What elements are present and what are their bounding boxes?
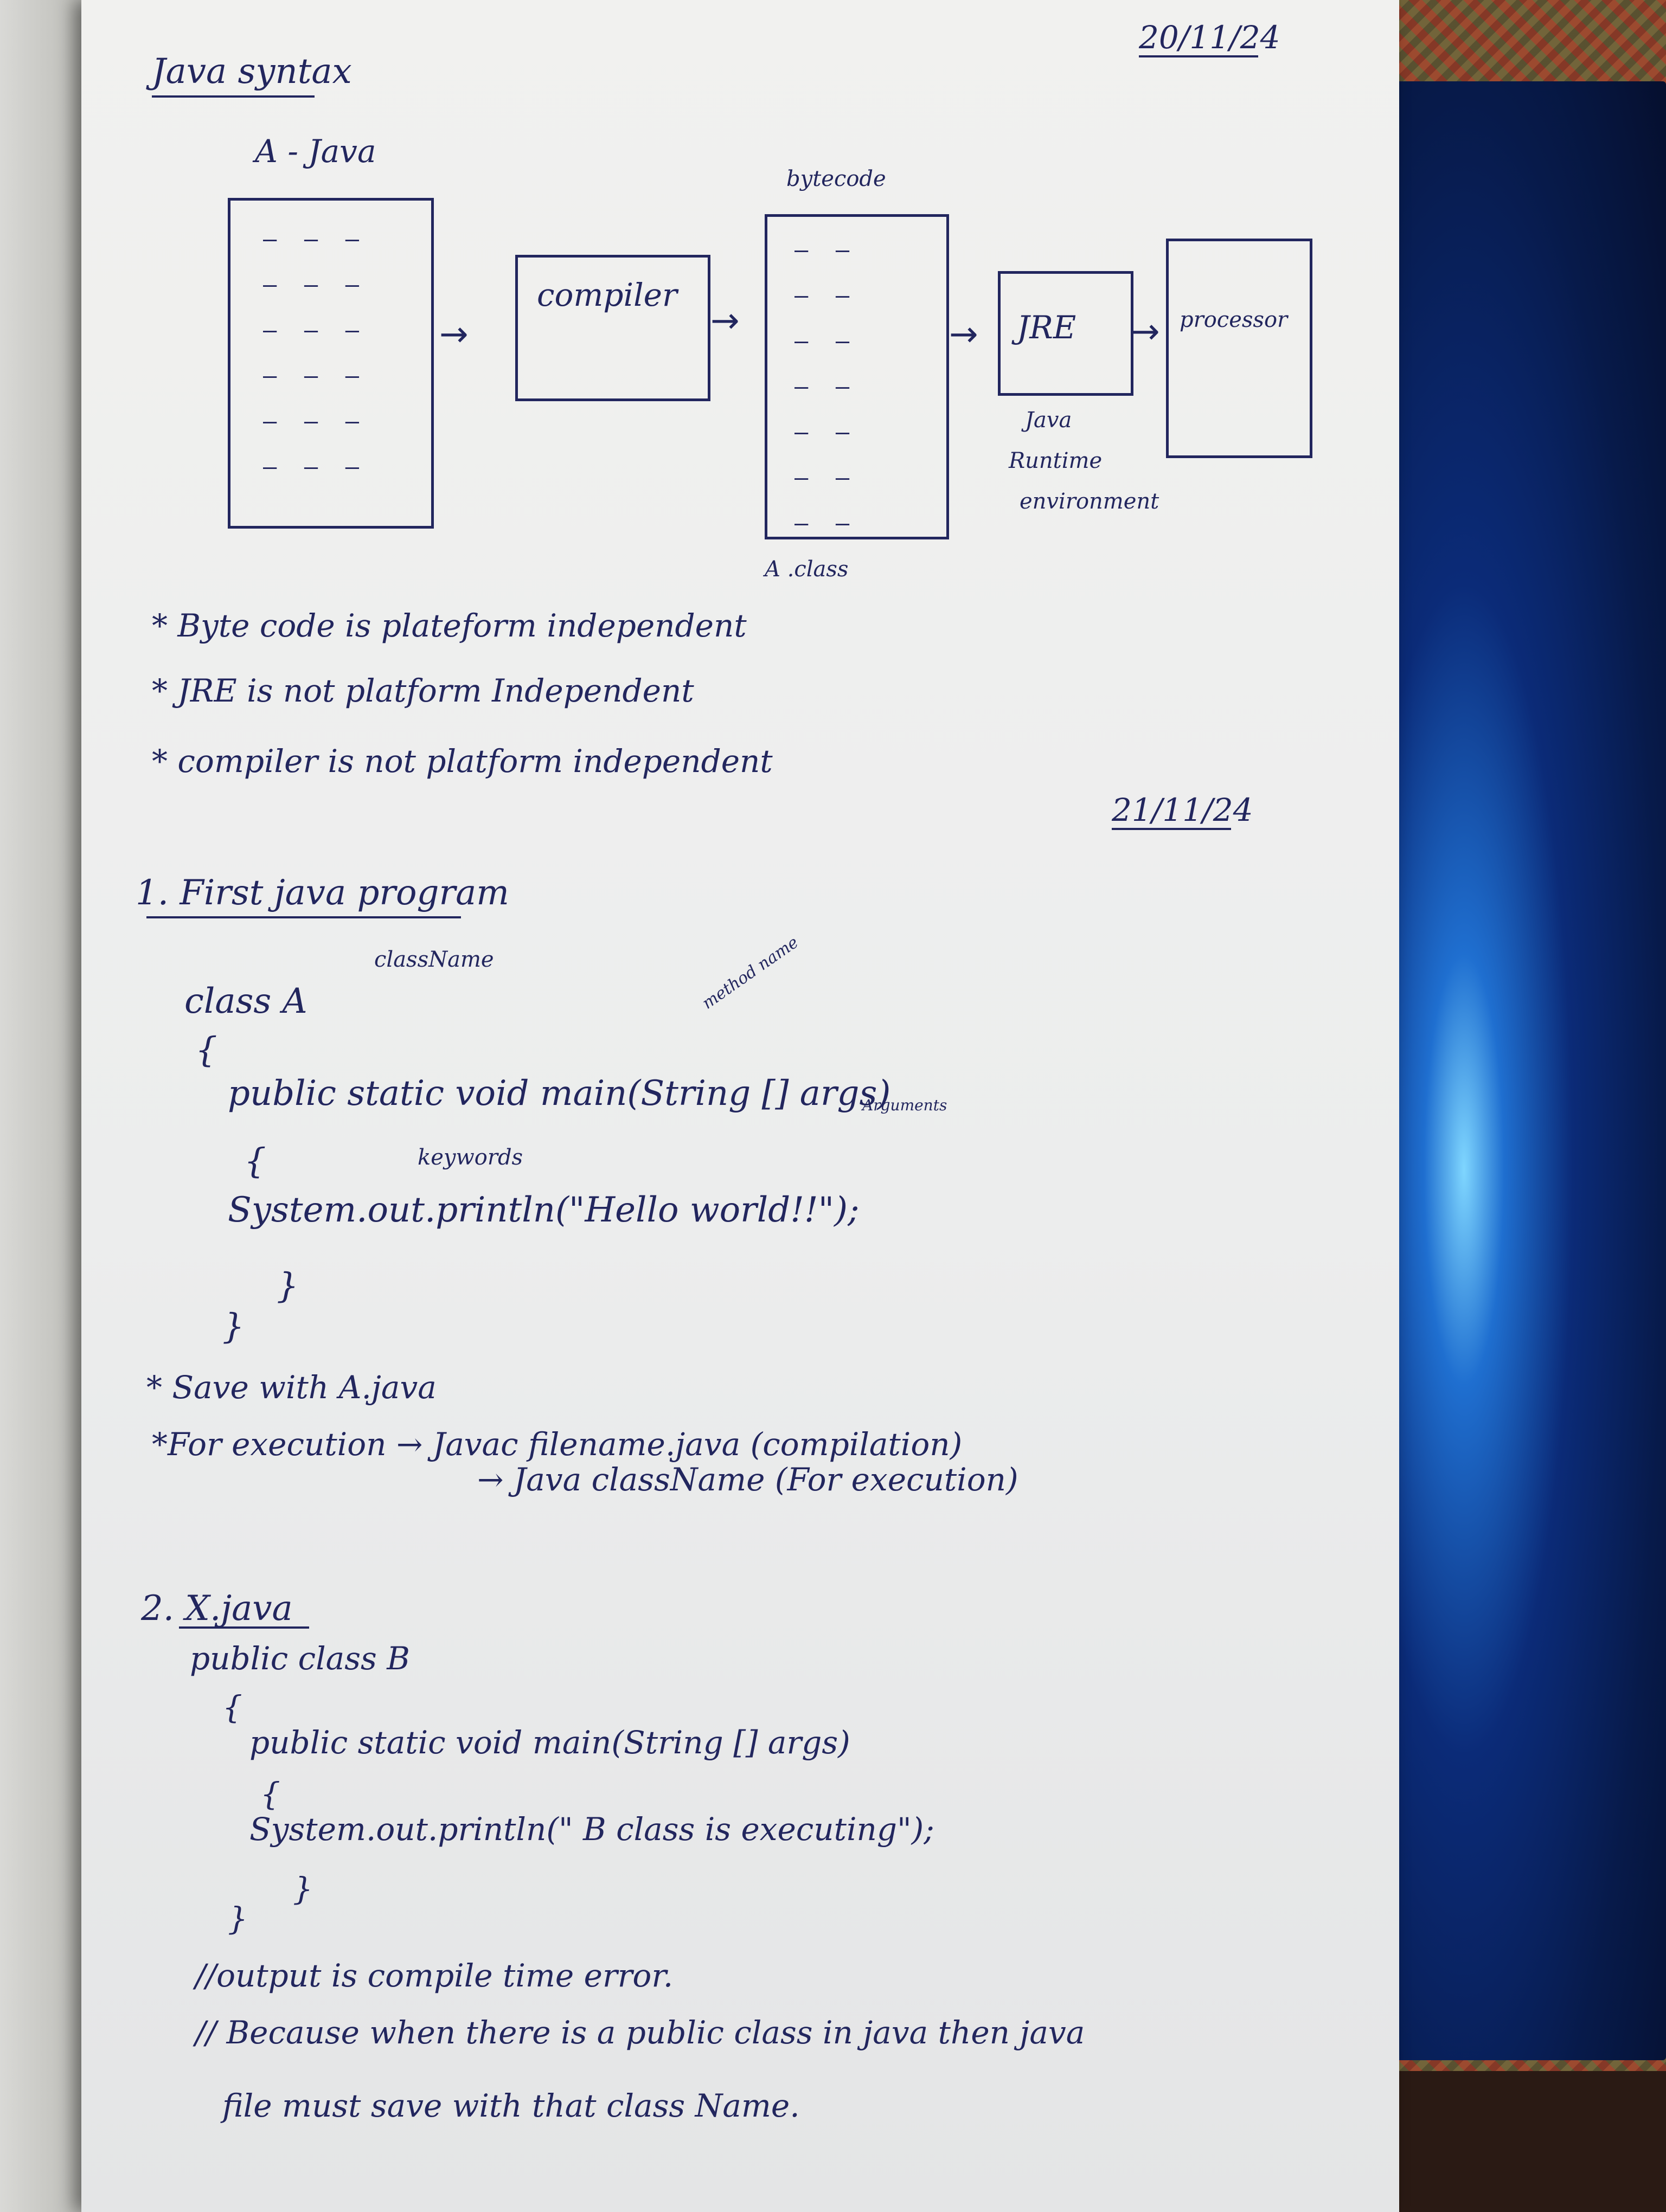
p1-code-line2: { [195, 1030, 217, 1070]
p1-note-run: → Java className (For execution) [477, 1461, 1018, 1498]
note-jre: * JRE is not platform Independent [152, 672, 694, 709]
section-title: Java syntax [152, 52, 352, 92]
keywords-note: keywords [418, 1145, 523, 1170]
p1-note-save: * Save with A.java [146, 1369, 437, 1406]
method-name-note: method name [699, 933, 802, 1013]
jre-caption-line3: environment [1020, 489, 1159, 514]
compiler-label: compiler [537, 276, 677, 313]
program1-heading-underline [146, 916, 461, 918]
p1-code-line3: public static void main(String [] args) [228, 1073, 891, 1114]
date-second: 21/11/24 [1112, 792, 1253, 828]
source-file-label: A - Java [255, 133, 376, 170]
p2-code-line3: public static void main(String [] args) [249, 1724, 850, 1761]
p2-code-line5: System.out.println(" B class is executin… [249, 1811, 934, 1848]
bytecode-lines: — —— —— —— —— —— —— — [794, 236, 850, 536]
jre-label: JRE [1017, 309, 1077, 346]
classname-note: className [374, 947, 494, 972]
program2-heading-underline [179, 1626, 309, 1629]
bytecode-label: bytecode [786, 166, 886, 191]
p2-code-line1: public class B [190, 1640, 410, 1677]
date-first: 20/11/24 [1139, 19, 1280, 56]
arguments-note: Arguments [862, 1096, 947, 1114]
code-lines: — — —— — —— — —— — —— — —— — — [263, 226, 360, 480]
notebook-page: 20/11/24 Java syntax A - Java — — —— — —… [81, 0, 1399, 2212]
date-second-underline [1112, 828, 1231, 830]
p1-code-line1: class A [184, 981, 307, 1021]
notebook-cover [1377, 81, 1666, 2060]
p2-code-line2: { [222, 1689, 242, 1726]
p2-code-line6: } [293, 1870, 313, 1907]
arrow-to-compiler: → [439, 314, 469, 355]
processor-box: processor [1166, 239, 1312, 458]
p1-note-execution: *For execution → Javac filename.java (co… [152, 1426, 963, 1463]
program1-heading: 1. First java program [136, 873, 509, 913]
p2-note-file: file must save with that class Name. [222, 2087, 800, 2124]
compiler-box: compiler [515, 255, 710, 401]
arrow-to-processor: → [1131, 312, 1160, 352]
p2-code-line7: } [228, 1900, 248, 1937]
p2-note-output: //output is compile time error. [195, 1957, 674, 1994]
p1-code-line4: { [244, 1141, 266, 1181]
arrow-to-bytecode: → [710, 301, 740, 341]
jre-caption-line1: Java [1025, 408, 1072, 433]
processor-label: processor [1180, 307, 1288, 332]
p1-code-line6: } [277, 1266, 299, 1306]
program2-heading: 2. X.java [141, 1589, 293, 1629]
section-title-underline [152, 95, 315, 98]
note-compiler: * compiler is not platform independent [152, 743, 773, 780]
arrow-to-jre: → [949, 314, 978, 355]
p1-code-line7: } [222, 1307, 245, 1347]
jre-box: JRE [998, 271, 1133, 396]
p1-code-line5: System.out.println("Hello world!!"); [228, 1190, 860, 1230]
p2-note-because: // Because when there is a public class … [195, 2014, 1085, 2051]
class-file-label: A .class [765, 557, 849, 582]
jre-caption-line2: Runtime [1009, 448, 1103, 473]
page-edge [0, 0, 81, 2212]
source-file-box: — — —— — —— — —— — —— — —— — — [228, 198, 434, 529]
p2-code-line4: { [260, 1776, 280, 1812]
bytecode-box: — —— —— —— —— —— —— — [765, 214, 949, 539]
note-bytecode: * Byte code is plateform independent [152, 607, 747, 644]
date-first-underline [1139, 55, 1258, 57]
